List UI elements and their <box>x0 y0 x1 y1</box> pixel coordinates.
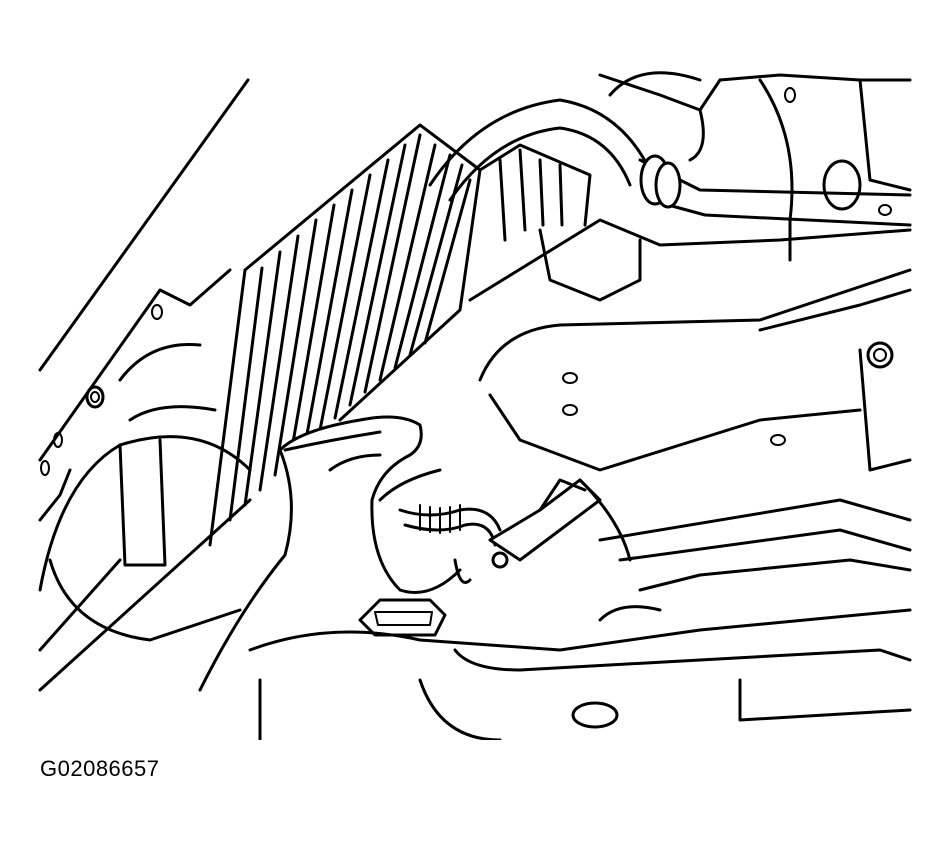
left-body-panel <box>38 78 252 692</box>
lower-left-bracket <box>38 342 252 642</box>
heater-core <box>208 123 482 547</box>
core-tank <box>478 143 592 242</box>
technical-illustration <box>38 71 912 740</box>
figure-id-label: G02086657 <box>40 756 160 781</box>
heater-hose <box>428 98 912 227</box>
heater-core-fins <box>228 133 472 522</box>
upper-right-frame <box>598 71 912 262</box>
technician-hand <box>198 415 462 692</box>
floor-pan <box>248 498 912 740</box>
wiring-harness <box>398 478 632 584</box>
crossmember <box>468 218 912 472</box>
